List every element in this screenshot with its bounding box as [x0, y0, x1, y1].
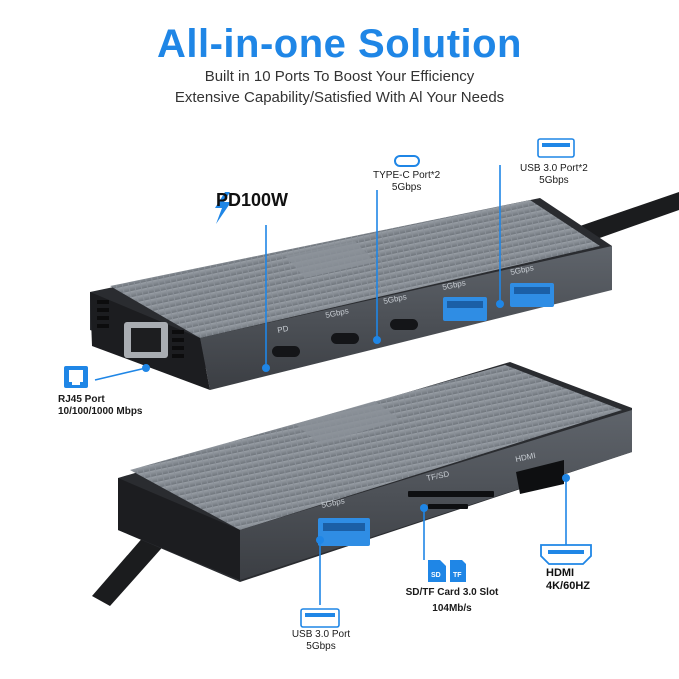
- svg-text:SD: SD: [431, 572, 441, 579]
- hub-label-pd: PD: [277, 324, 290, 335]
- cable-top: [580, 192, 679, 240]
- lightning-bolt-icon: [215, 192, 231, 224]
- callout-lines: [94, 165, 567, 605]
- sdtf-callout: SD/TF Card 3.0 Slot 104Mb/s: [405, 587, 499, 614]
- subtitle-line-2: Extensive Capability/Satisfied With Al Y…: [174, 89, 505, 106]
- tf-slot: [428, 504, 468, 509]
- top-hub: PD 5Gbps 5Gbps 5Gbps 5Gbps: [90, 198, 612, 390]
- svg-text:TF: TF: [453, 572, 462, 579]
- headline: All-in-one Solution: [157, 22, 522, 66]
- usb-port-bottom: [318, 518, 370, 546]
- usb-port-top-2: [510, 283, 554, 307]
- typec-port-2: [390, 319, 418, 330]
- hdmi-callout: HDMI 4K/60HZ: [546, 567, 591, 592]
- usb-port-top-1: [443, 297, 487, 321]
- usb-top-callout: USB 3.0 Port*2 5Gbps: [520, 163, 588, 186]
- typec-icon: [394, 155, 420, 167]
- callout-dots: [142, 300, 570, 544]
- ethernet-icon: [64, 366, 88, 388]
- subtitle-line-1: Built in 10 Ports To Boost Your Efficien…: [204, 68, 475, 85]
- bottom-hub: 5Gbps TF/SD HDMI: [118, 362, 632, 582]
- hdmi-icon: [540, 544, 592, 565]
- typec-callout: TYPE-C Port*2 5Gbps: [373, 170, 441, 193]
- rj45-callout: RJ45 Port 10/100/1000 Mbps: [58, 394, 143, 417]
- usb-icon-top: [537, 138, 575, 158]
- sd-card-icon: SD: [428, 560, 446, 582]
- hub-label-hdmi: HDMI: [515, 451, 537, 464]
- typec-port-1: [331, 333, 359, 344]
- usb-bottom-callout: USB 3.0 Port 5Gbps: [291, 629, 351, 652]
- tf-card-icon: TF: [450, 560, 466, 582]
- pd-callout: PD100W: [216, 190, 289, 210]
- hdmi-port: [516, 460, 564, 494]
- usb-icon-bottom: [300, 608, 340, 628]
- sd-slot: [408, 491, 494, 497]
- pd-typec-port: [272, 346, 300, 357]
